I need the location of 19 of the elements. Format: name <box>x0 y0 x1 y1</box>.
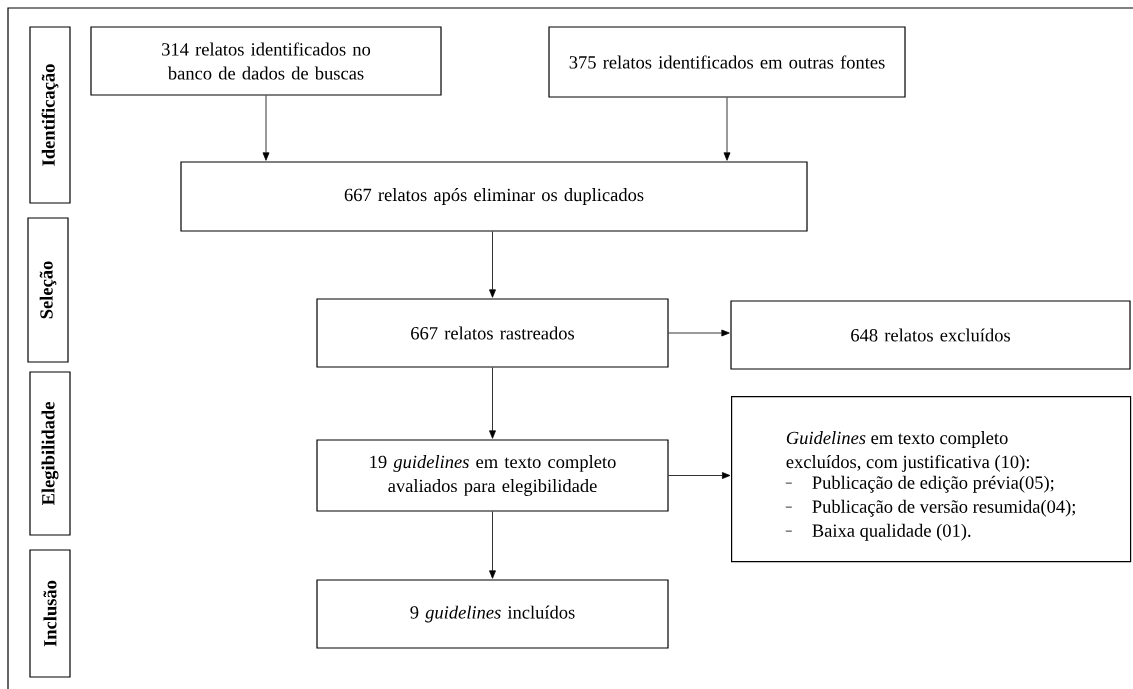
arrow <box>489 231 496 298</box>
process-box: 375 relatos identificados em outras fontes <box>548 26 906 98</box>
exclusion-box: Guidelines em texto completo excluídos, com justificativa (10): Publicação de edição prévia(05); Publicação de versão resumida(04); Baixa qualidade (01). <box>731 396 1132 563</box>
arrow <box>262 95 270 161</box>
phase-label-box: Seleção <box>27 217 69 363</box>
arrow <box>723 97 731 161</box>
arrow <box>668 329 730 337</box>
arrow <box>668 472 731 479</box>
process-box: 9 guidelines incluídos <box>316 579 669 649</box>
phase-label-box: Inclusão <box>29 549 71 678</box>
process-box: 314 relatos identificados no banco de dados de buscas <box>90 26 442 96</box>
phase-label-box: Elegibilidade <box>29 371 71 536</box>
process-box: 648 relatos excluídos <box>730 300 1131 370</box>
arrow <box>489 367 496 439</box>
phase-label-box: Identificação <box>29 26 71 204</box>
arrow <box>489 511 496 579</box>
process-box: 667 relatos rastreados <box>316 298 669 368</box>
process-box: 667 relatos após eliminar os duplicados <box>180 161 808 232</box>
process-box: 19 guidelines em texto completo avaliados para elegibilidade <box>316 439 669 512</box>
